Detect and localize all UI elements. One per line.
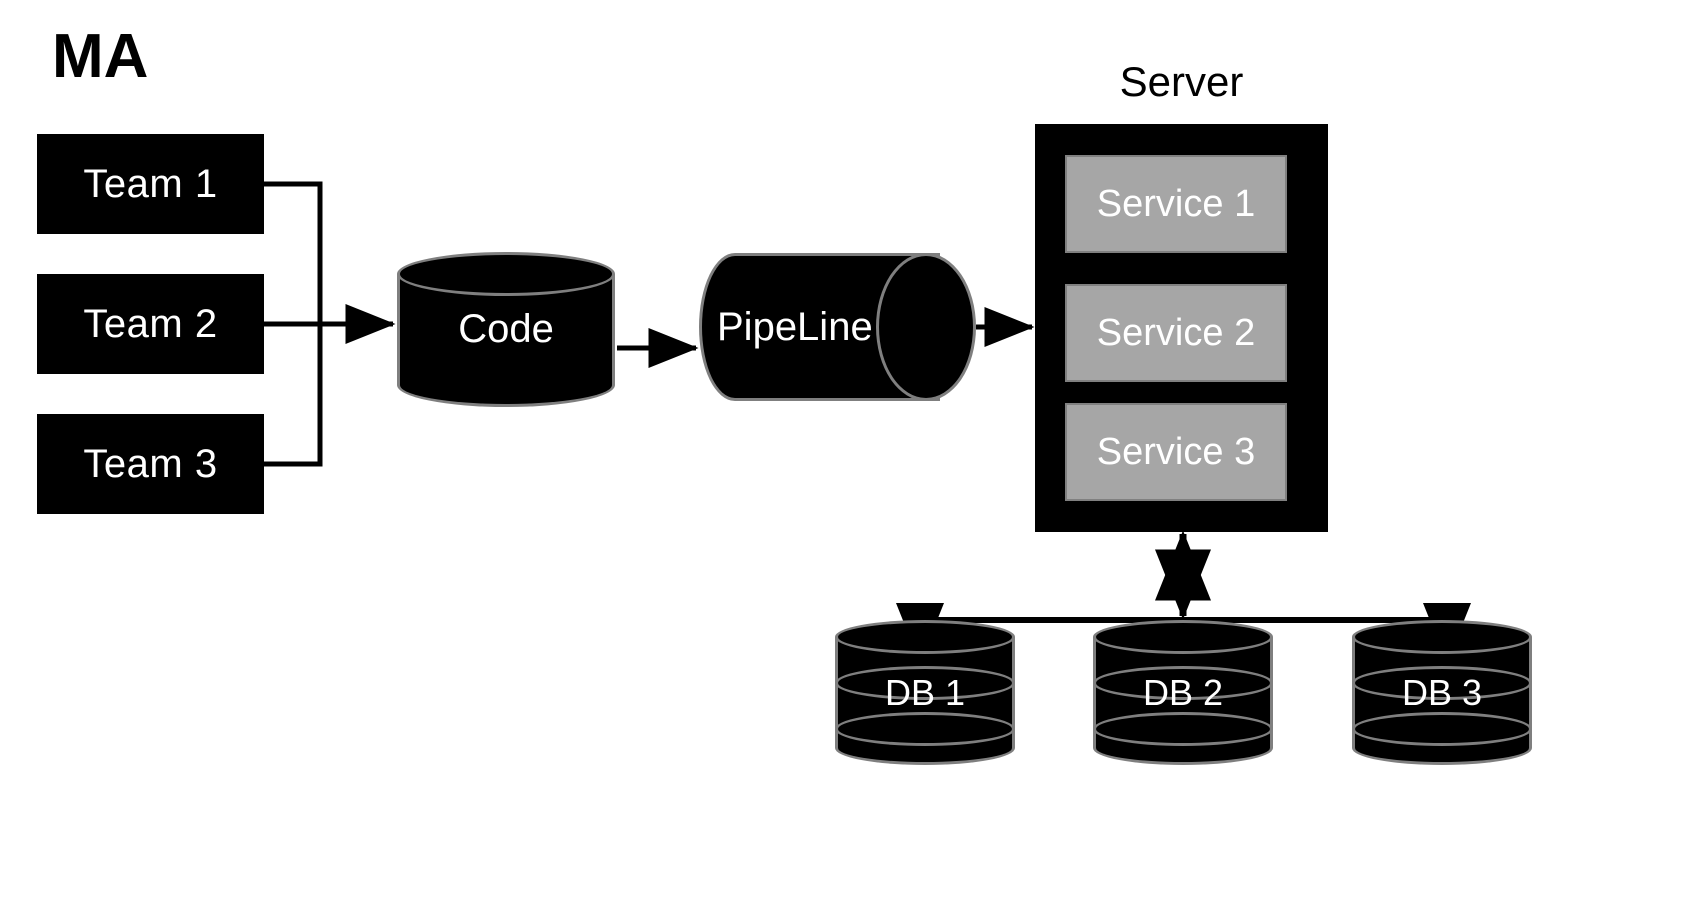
server-title: Server: [1119, 58, 1244, 105]
service-box-2[interactable]: Service 2: [1065, 284, 1287, 382]
db2-disc-2: [1093, 666, 1273, 700]
service-box-1-label: Service 1: [1096, 182, 1256, 225]
team-box-3[interactable]: Team 3: [37, 414, 264, 514]
service-box-1[interactable]: Service 1: [1065, 155, 1287, 253]
db2-disc-3: [1093, 712, 1273, 746]
team-box-1[interactable]: Team 1: [37, 134, 264, 234]
database-cylinder-3-label: DB 3: [1401, 671, 1483, 713]
db1-disc-3: [835, 712, 1015, 746]
team-box-2[interactable]: Team 2: [37, 274, 264, 374]
connector-team3-code: [264, 324, 323, 467]
database-cylinder-2[interactable]: DB 2: [1093, 620, 1273, 765]
code-cylinder-label: Code: [458, 307, 554, 351]
database-cylinder-1[interactable]: DB 1: [835, 620, 1015, 765]
service-box-3-label: Service 3: [1096, 430, 1256, 473]
pipeline-cylinder[interactable]: PipeLine: [699, 253, 976, 401]
database-cylinder-3[interactable]: DB 3: [1352, 620, 1532, 765]
db3-disc-2: [1352, 666, 1532, 700]
db2-disc-1: [1093, 620, 1273, 654]
db1-disc-1: [835, 620, 1015, 654]
db1-disc-2: [835, 666, 1015, 700]
team-box-2-label: Team 2: [83, 301, 218, 346]
team-box-1-label: Team 1: [83, 161, 218, 206]
database-cylinder-1-label: DB 1: [884, 671, 966, 713]
service-box-3[interactable]: Service 3: [1065, 403, 1287, 501]
database-cylinder-2-label: DB 2: [1142, 671, 1224, 713]
team-box-3-label: Team 3: [83, 441, 218, 486]
pipeline-right-cap: [876, 253, 976, 401]
code-repository-cylinder[interactable]: Code: [397, 252, 615, 407]
db3-disc-1: [1352, 620, 1532, 654]
code-cylinder-top: [397, 252, 615, 296]
connector-team1-code: [264, 181, 323, 324]
server-container[interactable]: Service 1 Service 2 Service 3: [1035, 124, 1328, 532]
pipeline-label: PipeLine: [717, 304, 873, 349]
page-title-ma: MA: [52, 22, 149, 91]
db3-disc-3: [1352, 712, 1532, 746]
service-box-2-label: Service 2: [1096, 311, 1256, 354]
